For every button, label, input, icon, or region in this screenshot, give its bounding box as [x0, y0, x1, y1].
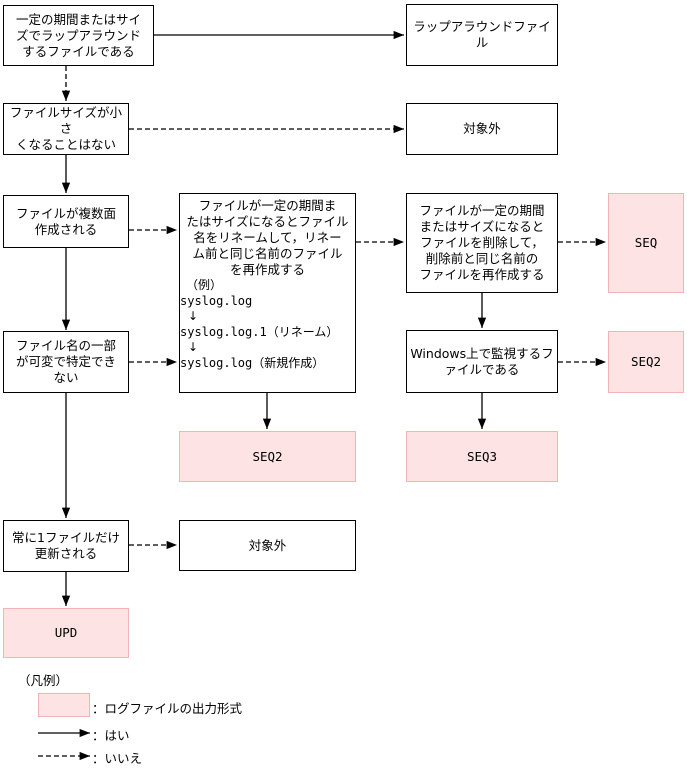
- legend-yes-text: ：はい: [92, 728, 130, 743]
- rename-example-line-1: syslog.log: [180, 293, 253, 308]
- output-seq-box: SEQ: [608, 193, 684, 293]
- delete-description-box: ファイルが一定の期間 またはサイズになると ファイルを削除して， 削除前と同じ名…: [406, 193, 558, 293]
- question-size-not-shrinking-box: ファイルサイズが小さ くなることはない: [3, 103, 129, 155]
- output-seq2-middle-box: SEQ2: [179, 431, 356, 482]
- delete-description-text: ファイルが一定の期間 またはサイズになると ファイルを削除して， 削除前と同じ名…: [419, 203, 545, 282]
- output-seq2-right-label: SEQ2: [630, 354, 662, 369]
- question-multiple-files-box: ファイルが複数面 作成される: [3, 195, 129, 248]
- legend-output-text: ：ログファイルの出力形式: [92, 701, 243, 716]
- legend-title: （凡例）: [18, 673, 69, 688]
- wraparound-file-box: ラップアラウンドファイル: [406, 4, 558, 66]
- rename-description-box: ファイルが一定の期間ま たはサイズになるとファイル 名をリネームして，リネー ム…: [179, 193, 356, 393]
- question-single-file-text: 常に1ファイルだけ 更新される: [12, 530, 120, 561]
- question-partial-name-box: ファイル名の一部 が可変で特定でき ない: [3, 331, 129, 393]
- question-partial-name-text: ファイル名の一部 が可変で特定でき ない: [15, 338, 116, 385]
- out-of-scope-top-box: 対象外: [406, 103, 558, 155]
- wraparound-file-text: ラップアラウンドファイル: [413, 19, 551, 50]
- rename-example-line-2: syslog.log.1（リネーム）: [180, 324, 339, 339]
- output-seq2-right-box: SEQ2: [608, 331, 684, 393]
- output-seq2-middle-label: SEQ2: [252, 448, 283, 464]
- legend-output-swatch: [38, 693, 90, 717]
- question-size-not-shrinking-text: ファイルサイズが小さ くなることはない: [9, 105, 123, 152]
- question-windows-box: Windows上で監視するフ ァイルである: [406, 330, 558, 393]
- output-seq-label: SEQ: [634, 235, 658, 250]
- question-multiple-files-text: ファイルが複数面 作成される: [15, 205, 116, 237]
- out-of-scope-bottom-text: 対象外: [248, 537, 287, 553]
- rename-example-label: （例）: [186, 278, 223, 292]
- rename-example-arrow-1: ↓: [188, 309, 199, 323]
- output-upd-label: UPD: [54, 625, 78, 640]
- output-seq3-label: SEQ3: [466, 448, 498, 464]
- question-wraparound-text: 一定の期間またはサイ ズでラップアラウンド するファイルである: [15, 11, 141, 59]
- legend-no-text: ：いいえ: [92, 751, 143, 766]
- rename-example-line-3: syslog.log（新規作成）: [180, 355, 325, 370]
- out-of-scope-bottom-box: 対象外: [179, 520, 356, 571]
- question-single-file-box: 常に1ファイルだけ 更新される: [3, 520, 129, 572]
- question-wraparound-box: 一定の期間またはサイ ズでラップアラウンド するファイルである: [3, 5, 154, 66]
- output-upd-box: UPD: [3, 608, 129, 658]
- question-windows-text: Windows上で監視するフ ァイルである: [410, 345, 554, 377]
- out-of-scope-top-text: 対象外: [463, 121, 501, 136]
- rename-example-arrow-2: ↓: [188, 340, 199, 354]
- output-seq3-box: SEQ3: [406, 431, 558, 482]
- rename-description-text: ファイルが一定の期間ま たはサイズになるとファイル 名をリネームして，リネー ム…: [186, 198, 349, 277]
